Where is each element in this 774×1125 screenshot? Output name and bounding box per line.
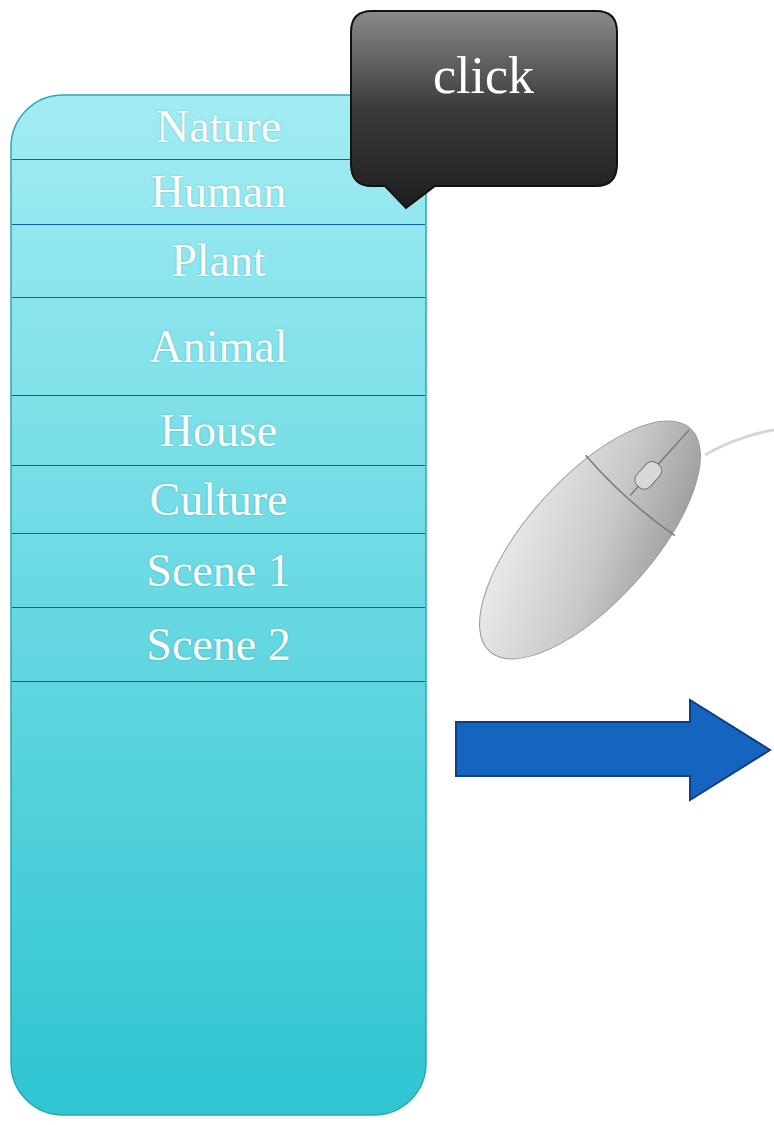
bubble-shape (350, 10, 618, 216)
menu-item: Plant (12, 225, 425, 298)
menu-item: Scene 2 (12, 608, 425, 682)
menu-label: Scene 2 (146, 622, 290, 668)
menu-label: House (160, 408, 278, 454)
menu-label: Human (151, 169, 286, 215)
menu-label: Animal (150, 324, 288, 370)
menu-item: Animal (12, 298, 425, 396)
menu-item: Culture (12, 466, 425, 534)
callout-bubble: click (350, 10, 618, 186)
menu-label: Culture (150, 477, 288, 523)
menu-label: Plant (171, 238, 266, 284)
menu-item: Scene 1 (12, 534, 425, 608)
menu-item: House (12, 396, 425, 466)
menu-panel (11, 95, 426, 1115)
callout-text: click (433, 50, 534, 102)
mouse-illustration (444, 387, 774, 693)
right-arrow (456, 700, 770, 800)
menu-label: Nature (156, 104, 281, 150)
menu-label: Scene 1 (146, 548, 290, 594)
